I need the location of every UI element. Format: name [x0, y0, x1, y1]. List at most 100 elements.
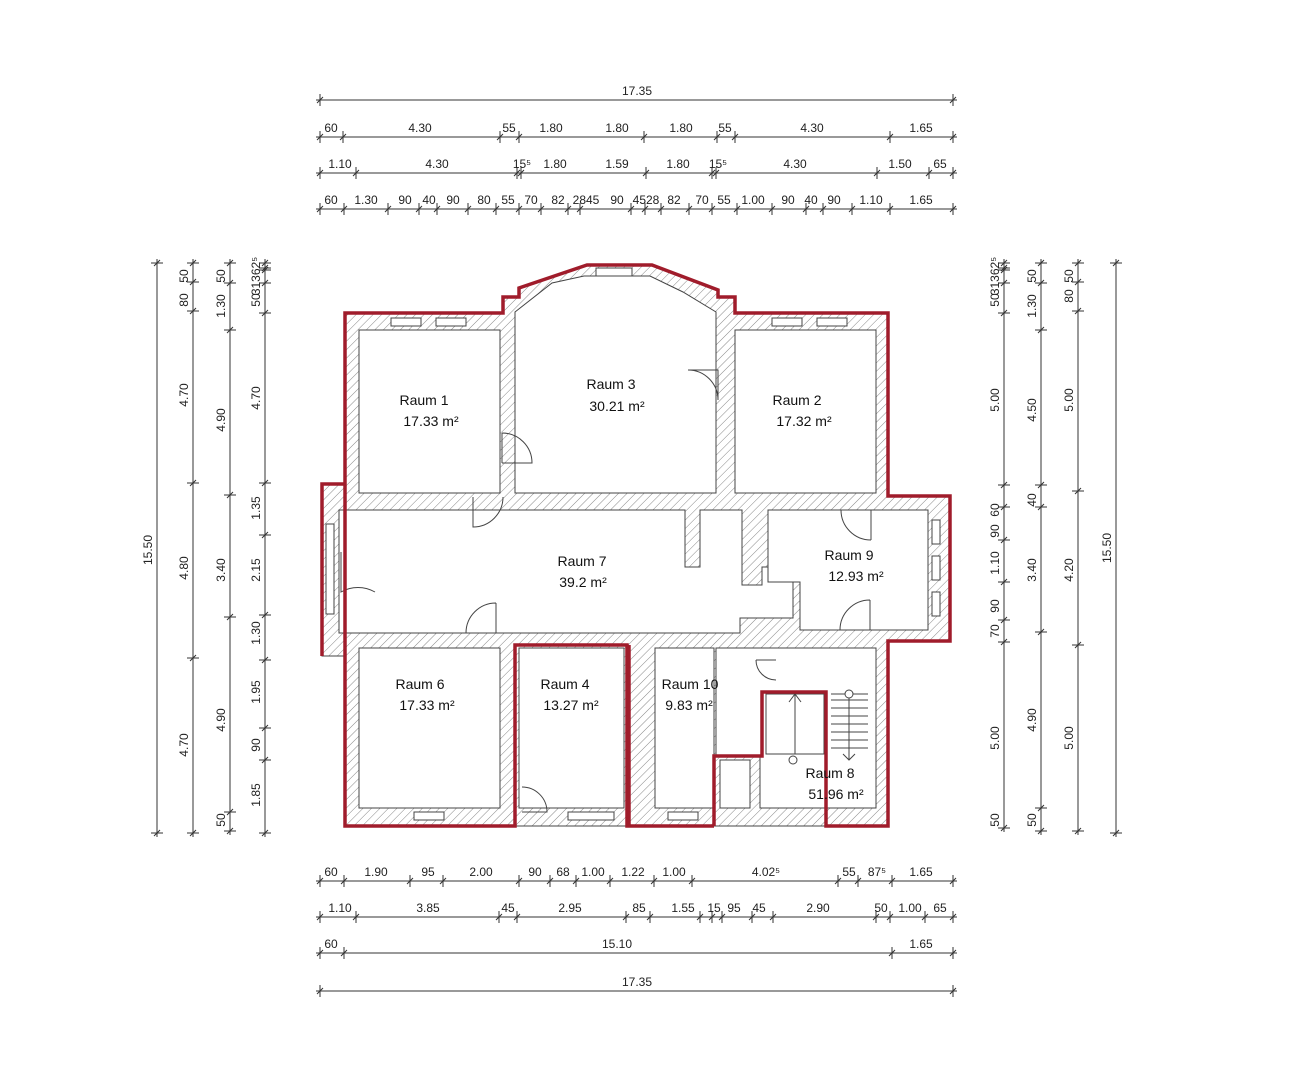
- right-dim-label: 90: [988, 524, 1002, 538]
- dim-tick-slash: [189, 654, 197, 662]
- bottom-dim-label: 4.02⁵: [752, 865, 780, 879]
- top-dim-label: 17.35: [622, 84, 652, 98]
- bottom-dim-label: 1.00: [898, 901, 922, 915]
- dim-tick-slash: [189, 278, 197, 286]
- dim-tick-slash: [921, 913, 929, 921]
- bottom-dim-label: 15.10: [602, 937, 632, 951]
- dim-tick-slash: [1000, 259, 1008, 267]
- top-dim-label: 1.59: [605, 157, 629, 171]
- dim-tick-slash: [261, 531, 269, 539]
- dim-tick-slash: [261, 756, 269, 764]
- dim-tick-slash: [1074, 278, 1082, 286]
- room-7-name: Raum 7: [557, 553, 606, 569]
- top-dim-label: 82: [551, 193, 565, 207]
- top-dim-label: 2845: [573, 193, 600, 207]
- dim-tick-slash: [226, 279, 234, 287]
- dim-tick-slash: [1037, 259, 1045, 267]
- dim-tick-slash: [642, 169, 650, 177]
- dim-tick-slash: [949, 133, 957, 141]
- dim-tick-slash: [226, 613, 234, 621]
- dim-tick-slash: [819, 205, 827, 213]
- dim-tick-slash: [576, 205, 584, 213]
- dim-tick-slash: [261, 656, 269, 664]
- dim-tick-slash: [708, 913, 716, 921]
- dim-tick-slash: [886, 205, 894, 213]
- top-dim-label: 40: [804, 193, 818, 207]
- dim-tick-slash: [439, 877, 447, 885]
- dim-tick-slash: [873, 169, 881, 177]
- room-9-name: Raum 9: [824, 547, 873, 563]
- dim-tick-slash: [646, 913, 654, 921]
- bottom-dim-label: 87⁵: [868, 865, 886, 879]
- dim-tick-slash: [226, 326, 234, 334]
- bottom-dim-label: 17.35: [622, 975, 652, 989]
- right-dim-label: 40: [1025, 493, 1039, 507]
- room-10-floor: [654, 647, 715, 809]
- top-dim-label: 4528: [633, 193, 660, 207]
- right-dim-label: 4.50: [1025, 398, 1039, 422]
- small-closet: [719, 759, 751, 809]
- bottom-dim-label: 2.95: [558, 901, 582, 915]
- top-dim-label: 55: [502, 121, 516, 135]
- dim-tick-slash: [688, 877, 696, 885]
- dim-tick-slash: [316, 205, 324, 213]
- top-dim-label: 15⁵: [513, 157, 531, 171]
- top-dim-label: 60: [324, 193, 338, 207]
- top-dim-label: 90: [781, 193, 795, 207]
- dim-tick-slash: [622, 913, 630, 921]
- dim-tick-slash: [513, 169, 521, 177]
- bottom-dim-label: 1.00: [662, 865, 686, 879]
- room-9-floor: [767, 509, 929, 631]
- dim-tick-slash: [949, 877, 957, 885]
- dim-tick-slash: [640, 133, 648, 141]
- dim-tick-slash: [1074, 641, 1082, 649]
- room-9-area: 12.93 m²: [828, 568, 884, 584]
- room-7-area: 39.2 m²: [559, 574, 607, 590]
- dim-tick-slash: [513, 913, 521, 921]
- left-dim-label: 4.90: [214, 708, 228, 732]
- left-dim-label: 4.70: [249, 386, 263, 410]
- right-dim-label: 90: [988, 599, 1002, 613]
- room-2-name: Raum 2: [772, 392, 821, 408]
- top-dim-label: 70: [695, 193, 709, 207]
- bottom-dim-label: 1.65: [909, 937, 933, 951]
- dim-tick-slash: [339, 133, 347, 141]
- right-dim-label: 3.40: [1025, 558, 1039, 582]
- right-dim-label: 80: [1062, 289, 1076, 303]
- left-dim-label: 1.95: [249, 680, 263, 704]
- right-dim-label: 4.90: [1025, 708, 1039, 732]
- left-dim-label: 50: [249, 293, 263, 307]
- left-dim-label: 3.40: [214, 558, 228, 582]
- dim-tick-slash: [888, 877, 896, 885]
- room-10-name: Raum 10: [662, 676, 719, 692]
- dim-tick-slash: [316, 169, 324, 177]
- dim-tick-slash: [1037, 326, 1045, 334]
- dim-tick-slash: [696, 913, 704, 921]
- top-dim-label: 55: [717, 193, 731, 207]
- left-dim-label: 50: [177, 269, 191, 283]
- right-dim-label: 50: [988, 813, 1002, 827]
- top-dim-label: 90: [446, 193, 460, 207]
- top-dim-label: 1.30: [354, 193, 378, 207]
- dim-tick-slash: [1037, 279, 1045, 287]
- dim-tick-slash: [925, 169, 933, 177]
- dim-tick-slash: [316, 913, 324, 921]
- room-interiors: [338, 275, 929, 809]
- top-dim-label: 55: [501, 193, 515, 207]
- dim-tick-slash: [261, 611, 269, 619]
- top-dim-label: 1.80: [539, 121, 563, 135]
- top-dim-label: 15⁵: [709, 157, 727, 171]
- dim-tick-slash: [316, 877, 324, 885]
- room-6-area: 17.33 m²: [399, 697, 455, 713]
- top-dim-label: 55: [718, 121, 732, 135]
- top-dim-label: 1.80: [543, 157, 567, 171]
- dim-tick-slash: [189, 259, 197, 267]
- dim-tick-slash: [433, 205, 441, 213]
- dim-tick-slash: [261, 829, 269, 837]
- dim-tick-slash: [708, 205, 716, 213]
- right-dim-label: 50: [1062, 269, 1076, 283]
- dim-tick-slash: [872, 913, 880, 921]
- left-dim-label: 50: [214, 813, 228, 827]
- left-dim-label: 80: [177, 293, 191, 307]
- top-dim-label: 1.10: [859, 193, 883, 207]
